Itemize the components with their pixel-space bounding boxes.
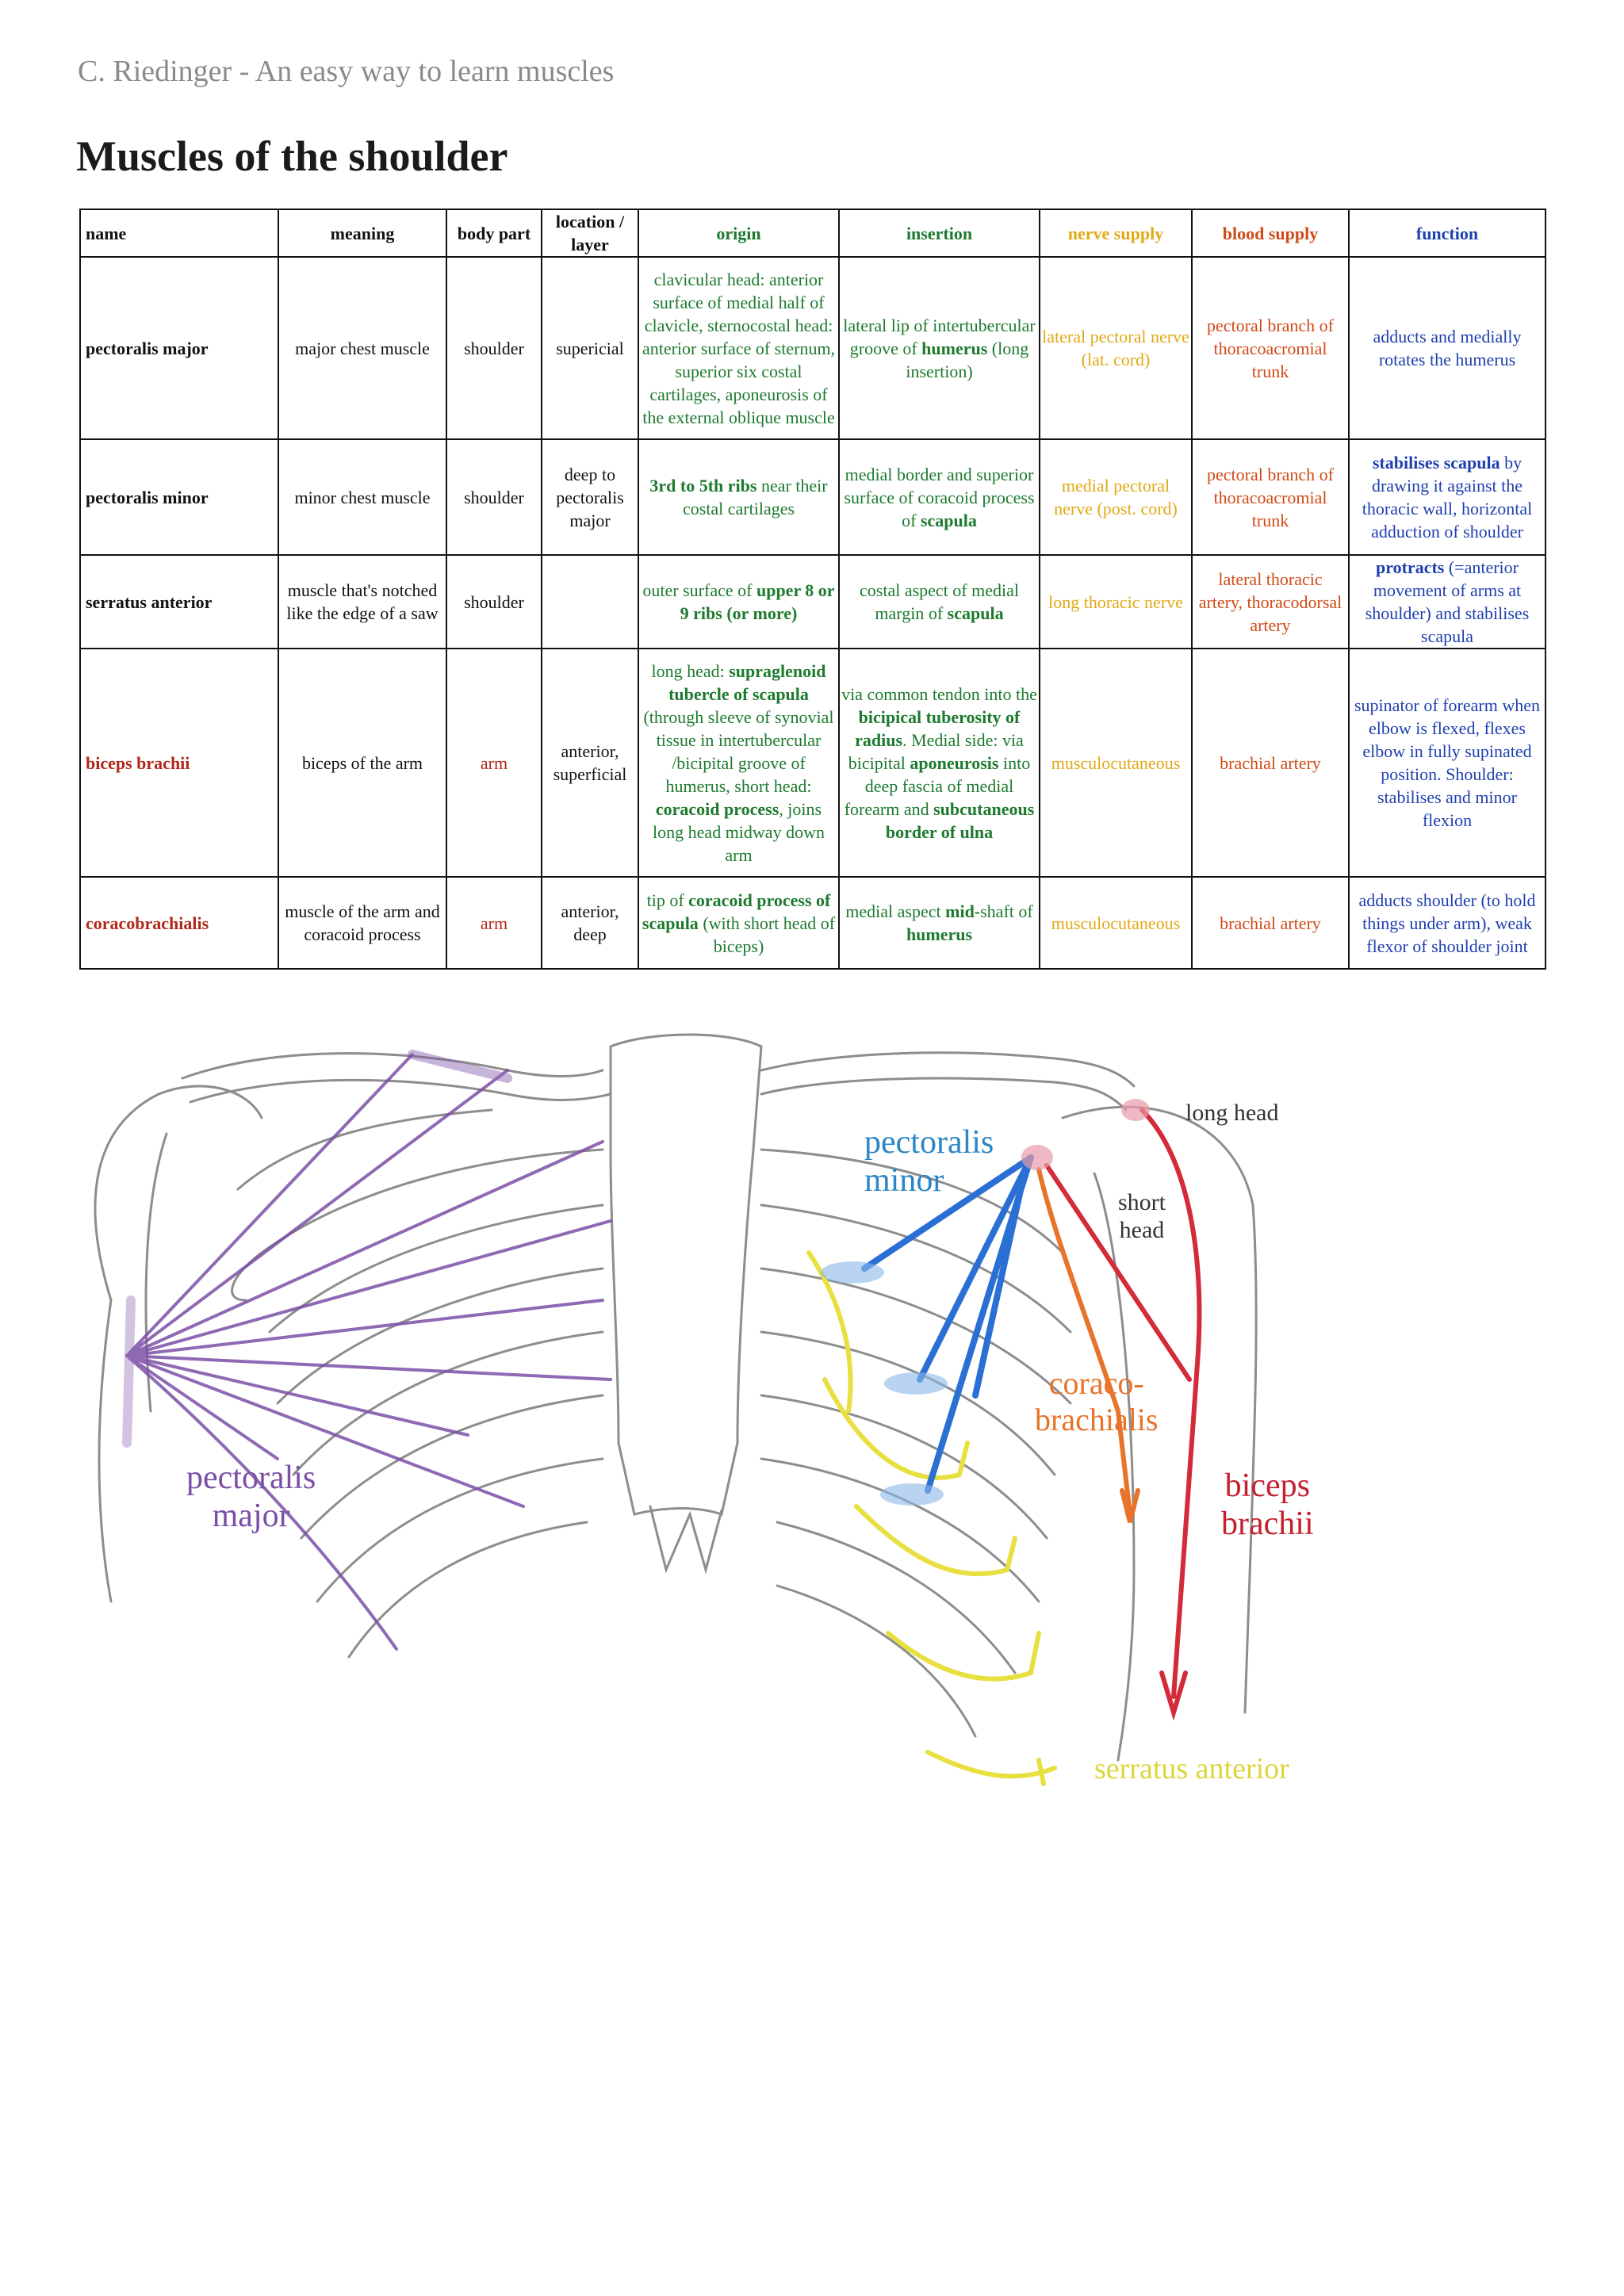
row-origin: long head: supraglenoid tubercle of scap… xyxy=(638,648,840,878)
biceps-brachii-muscle xyxy=(1044,1108,1202,1721)
row-location: deep to pectoralis major xyxy=(541,438,639,556)
row-blood: lateral thoracic artery, thoracodorsal a… xyxy=(1191,554,1350,649)
table-row: pectoralis minor minor chest muscle shou… xyxy=(79,438,1546,556)
table-header-row: name meaning body part location / layer … xyxy=(79,209,1546,258)
row-body-part: arm xyxy=(446,876,542,970)
row-insertion: medial border and superior surface of co… xyxy=(838,438,1040,556)
row-name: biceps brachii xyxy=(79,648,279,878)
author-line: C. Riedinger - An easy way to learn musc… xyxy=(78,55,615,88)
row-body-part: arm xyxy=(446,648,542,878)
header-function: function xyxy=(1348,209,1546,258)
table-row: biceps brachii biceps of the arm arm ant… xyxy=(79,648,1546,878)
row-location: anterior, superficial xyxy=(541,648,639,878)
row-origin: outer surface of upper 8 or 9 ribs (or m… xyxy=(638,554,840,649)
ribcage-sketch xyxy=(94,1033,1258,1786)
row-nerve: musculocutaneous xyxy=(1039,876,1193,970)
row-body-part: shoulder xyxy=(446,256,542,440)
header-name: name xyxy=(79,209,279,258)
row-insertion: lateral lip of intertubercular groove of… xyxy=(838,256,1040,440)
row-nerve: long thoracic nerve xyxy=(1039,554,1193,649)
table-row: pectoralis major major chest muscle shou… xyxy=(79,256,1546,440)
row-origin: clavicular head: anterior surface of med… xyxy=(638,256,840,440)
table-row: serratus anterior muscle that's notched … xyxy=(79,554,1546,649)
header-location: location / layer xyxy=(541,209,639,258)
row-insertion: via common tendon into the bicipical tub… xyxy=(838,648,1040,878)
row-nerve: lateral pectoral nerve (lat. cord) xyxy=(1039,256,1193,440)
muscle-table: name meaning body part location / layer … xyxy=(79,209,1546,970)
row-name: pectoralis major xyxy=(79,256,279,440)
row-insertion: costal aspect of medial margin of scapul… xyxy=(838,554,1040,649)
left-clavicle-outline xyxy=(181,1052,604,1080)
label-serratus-anterior: serratus anterior xyxy=(1094,1752,1289,1785)
header-insertion: insertion xyxy=(838,209,1040,258)
row-function: adducts shoulder (to hold things under a… xyxy=(1348,876,1546,970)
row-origin: 3rd to 5th ribs near their costal cartil… xyxy=(638,438,840,556)
row-location: supericial xyxy=(541,256,639,440)
row-function: supinator of forearm when elbow is flexe… xyxy=(1348,648,1546,878)
row-name: pectoralis minor xyxy=(79,438,279,556)
row-blood: brachial artery xyxy=(1191,648,1350,878)
right-humerus-outline xyxy=(1061,1105,1258,1714)
muscle-origin-spots xyxy=(1021,1099,1150,1170)
row-nerve: medial pectoral nerve (post. cord) xyxy=(1039,438,1193,556)
serratus-anterior-muscle xyxy=(806,1250,1057,1786)
row-insertion: medial aspect mid-shaft of humerus xyxy=(838,876,1040,970)
row-origin: tip of coracoid process of scapula (with… xyxy=(638,876,840,970)
sternum-outline xyxy=(609,1033,763,1516)
header-body-part: body part xyxy=(446,209,542,258)
right-clavicle-outline xyxy=(760,1051,1136,1088)
row-meaning: biceps of the arm xyxy=(278,648,447,878)
row-name: serratus anterior xyxy=(79,554,279,649)
page-title: Muscles of the shoulder xyxy=(76,132,508,180)
header-meaning: meaning xyxy=(278,209,447,258)
row-meaning: minor chest muscle xyxy=(278,438,447,556)
row-body-part: shoulder xyxy=(446,438,542,556)
row-blood: pectoral branch of thoracoacromial trunk xyxy=(1191,256,1350,440)
row-blood: pectoral branch of thoracoacromial trunk xyxy=(1191,438,1350,556)
pectoralis-minor-attachments xyxy=(821,1261,948,1506)
label-coracobrachialis: coraco-brachialis xyxy=(1035,1365,1159,1437)
coracobrachialis-muscle xyxy=(1036,1167,1140,1523)
pectoralis-major-muscle xyxy=(122,1050,612,1651)
row-meaning: major chest muscle xyxy=(278,256,447,440)
row-location: anterior, deep xyxy=(541,876,639,970)
row-location xyxy=(541,554,639,649)
row-function: stabilises scapula by drawing it against… xyxy=(1348,438,1546,556)
header-origin: origin xyxy=(638,209,840,258)
bone-outlines xyxy=(94,1033,1258,1762)
header-blood-supply: blood supply xyxy=(1191,209,1350,258)
table-row: coracobrachialis muscle of the arm and c… xyxy=(79,876,1546,970)
row-meaning: muscle of the arm and coracoid process xyxy=(278,876,447,970)
label-long-head: long head xyxy=(1185,1100,1279,1126)
row-meaning: muscle that's notched like the edge of a… xyxy=(278,554,447,649)
pectoralis-minor-muscle xyxy=(861,1154,1034,1494)
left-humerus-outline xyxy=(94,1085,263,1302)
header-nerve-supply: nerve supply xyxy=(1039,209,1193,258)
row-name: coracobrachialis xyxy=(79,876,279,970)
row-blood: brachial artery xyxy=(1191,876,1350,970)
row-function: protracts (=anterior movement of arms at… xyxy=(1348,554,1546,649)
row-body-part: shoulder xyxy=(446,554,542,649)
row-nerve: musculocutaneous xyxy=(1039,648,1193,878)
row-function: adducts and medially rotates the humerus xyxy=(1348,256,1546,440)
